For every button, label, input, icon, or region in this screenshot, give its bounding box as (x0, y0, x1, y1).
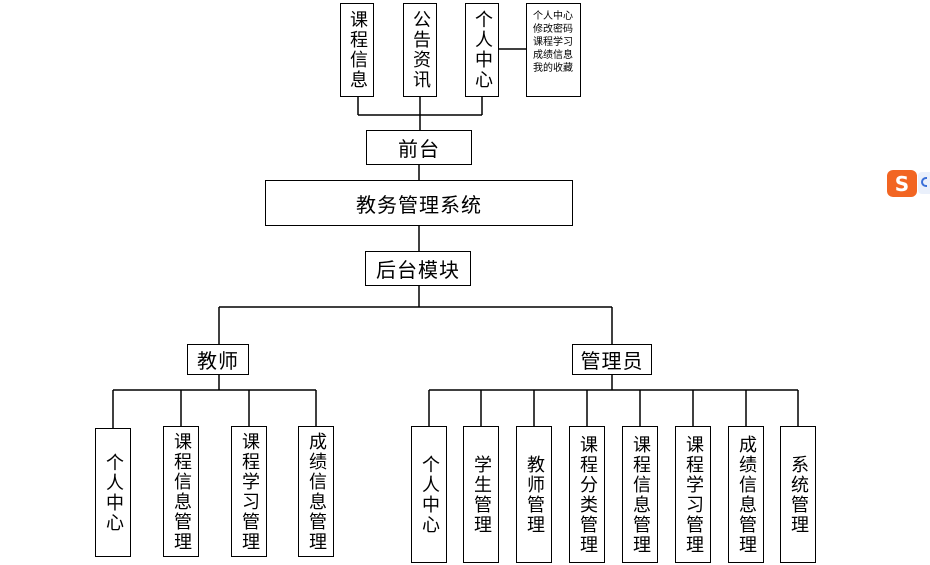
frontend-personal-center-node: 个人中心 (465, 3, 499, 97)
sogou-logo-icon[interactable]: S (887, 170, 917, 197)
admin-grade-info-mgmt-node: 成绩信息管理 (728, 426, 764, 563)
frontend-course-info-node: 课程信息 (340, 3, 374, 97)
personal-center-detail-note: 个人中心修改密码课程学习成绩信息我的收藏 (526, 3, 581, 97)
frontend-announcements-node: 公告资讯 (403, 3, 437, 97)
teacher-grade-info-mgmt-node: 成绩信息管理 (298, 426, 334, 557)
note-line: 我的收藏 (533, 63, 573, 74)
teacher-personal-center-node: 个人中心 (95, 428, 131, 557)
frontend-node: 前台 (366, 130, 472, 165)
admin-teacher-mgmt-node: 教师管理 (516, 426, 552, 563)
teacher-course-study-mgmt-node: 课程学习管理 (231, 426, 267, 557)
note-line: 成绩信息 (533, 50, 573, 61)
admin-course-info-mgmt-node: 课程信息管理 (622, 426, 658, 563)
note-line: 个人中心 (533, 11, 573, 22)
teacher-role-node: 教师 (187, 344, 249, 375)
note-line: 课程学习 (533, 37, 573, 48)
admin-course-category-mgmt-node: 课程分类管理 (569, 426, 605, 563)
note-line: 修改密码 (533, 24, 573, 35)
admin-role-node: 管理员 (572, 344, 652, 375)
ime-tab-icon[interactable] (918, 172, 930, 194)
admin-system-mgmt-node: 系统管理 (780, 426, 816, 563)
admin-course-study-mgmt-node: 课程学习管理 (675, 426, 711, 563)
system-root-node: 教务管理系统 (265, 180, 573, 226)
admin-personal-center-node: 个人中心 (411, 426, 447, 563)
backend-module-node: 后台模块 (365, 251, 471, 286)
admin-student-mgmt-node: 学生管理 (463, 426, 499, 563)
teacher-course-info-mgmt-node: 课程信息管理 (163, 426, 199, 557)
